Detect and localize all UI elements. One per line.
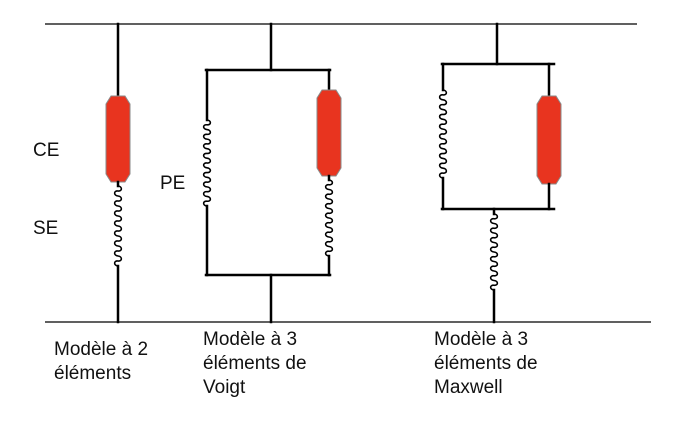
ce-label: CE: [33, 140, 60, 161]
caption-model-maxwell: Modèle à 3 éléments de Maxwell: [434, 328, 538, 400]
model-maxwell: [438, 22, 562, 324]
model-2-elements: [105, 22, 131, 324]
se-spring: [489, 213, 499, 291]
caption-model-2-elements: Modèle à 2 éléments: [54, 338, 148, 386]
se-spring: [324, 179, 334, 257]
pe-label: PE: [160, 173, 186, 194]
caption-line: éléments: [54, 363, 132, 384]
caption-line: Modèle à 3: [203, 329, 298, 350]
caption-line: Voigt: [203, 377, 246, 398]
ce-element: [536, 95, 562, 185]
se-label: SE: [33, 218, 59, 239]
caption-line: Modèle à 2: [54, 339, 149, 360]
caption-line: éléments de: [203, 353, 307, 374]
caption-line: Modèle à 3: [434, 329, 529, 350]
model-voigt: [202, 22, 342, 324]
pe-spring: [438, 89, 448, 179]
se-spring: [113, 185, 123, 267]
pe-spring: [202, 119, 212, 207]
ce-element: [316, 89, 342, 177]
caption-line: éléments de: [434, 353, 538, 374]
ce-element: [105, 95, 131, 183]
caption-line: Maxwell: [434, 377, 503, 398]
caption-model-voigt: Modèle à 3 éléments de Voigt: [203, 328, 307, 400]
